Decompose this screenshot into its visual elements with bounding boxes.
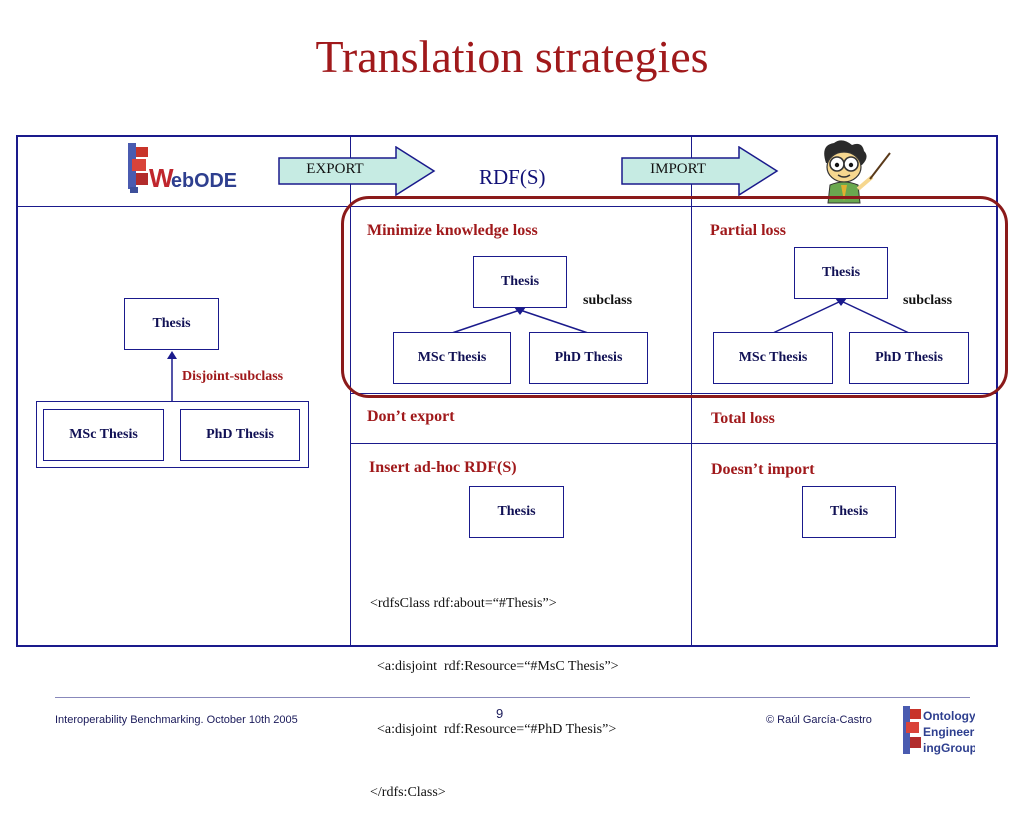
left-subclass-arrow (167, 351, 177, 401)
disjoint-subclass-label: Disjoint-subclass (182, 369, 284, 384)
adhoc-thesis-box: Thesis (469, 486, 564, 538)
export-arrow (278, 146, 436, 196)
import-arrow (621, 146, 779, 196)
row-divider-2 (350, 443, 996, 444)
rdf-code-line: <rdfsClass rdf:about=“#Thesis”> (370, 596, 557, 611)
partial-subclass-lines (772, 298, 910, 334)
header-row-divider (18, 206, 996, 207)
page-number: 9 (496, 706, 504, 721)
footer-left-text: Interoperability Benchmarking. October 1… (55, 714, 298, 726)
rdf-code-line: </rdfs:Class> (370, 785, 446, 800)
left-disjoint-group (36, 401, 309, 468)
adhoc-rdfs-heading: Insert ad-hoc RDF(S) (369, 459, 517, 476)
total-loss-heading: Total loss (711, 410, 775, 427)
slide-title: Translation strategies (315, 31, 709, 82)
svg-text:W: W (149, 163, 174, 193)
oeg-logo: Ontology Engineer ingGroup (903, 706, 975, 755)
minimize-subclass-label: subclass (583, 293, 633, 308)
rdf-code-line: <a:disjoint rdf:Resource=“#MsC Thesis”> (370, 659, 619, 674)
rdf-code-line: <a:disjoint rdf:Resource=“#PhD Thesis”> (370, 722, 617, 737)
oeg-logo-line: Engineer (923, 725, 975, 739)
partial-subclass-label: subclass (903, 293, 953, 308)
footer-rule (55, 697, 970, 698)
partial-phd-thesis-box: PhD Thesis (849, 332, 969, 384)
row-divider-1 (350, 393, 996, 394)
svg-text:ebODE: ebODE (171, 170, 237, 192)
oeg-logo-line: ingGroup (923, 741, 975, 755)
minimize-loss-heading: Minimize knowledge loss (367, 222, 538, 239)
doesnt-import-heading: Doesn’t import (711, 461, 815, 478)
webode-logo: W ebODE (128, 143, 237, 193)
highlight-outline (341, 196, 1008, 398)
minimize-thesis-box: Thesis (473, 256, 567, 308)
rdf-code-snippet: <rdfsClass rdf:about=“#Thesis”> <a:disjo… (370, 551, 619, 824)
left-thesis-box: Thesis (124, 298, 219, 350)
column-divider-2 (691, 137, 692, 645)
oeg-logo-line: Ontology (923, 709, 975, 723)
partial-thesis-box: Thesis (794, 247, 888, 299)
import-thesis-box: Thesis (802, 486, 896, 538)
dont-export-heading: Don’t export (367, 408, 455, 425)
partial-msc-thesis-box: MSc Thesis (713, 332, 833, 384)
left-phd-thesis-box: PhD Thesis (180, 409, 300, 461)
minimize-phd-thesis-box: PhD Thesis (529, 332, 648, 384)
minimize-msc-thesis-box: MSc Thesis (393, 332, 511, 384)
rdfs-label: RDF(S) (479, 165, 546, 189)
export-label: EXPORT (306, 161, 364, 177)
minimize-subclass-lines (451, 307, 589, 334)
import-label: IMPORT (650, 161, 706, 177)
teacher-pointer-icon (824, 140, 891, 204)
footer-copyright: © Raúl García-Castro (766, 714, 872, 726)
partial-loss-heading: Partial loss (710, 222, 786, 239)
left-msc-thesis-box: MSc Thesis (43, 409, 164, 461)
